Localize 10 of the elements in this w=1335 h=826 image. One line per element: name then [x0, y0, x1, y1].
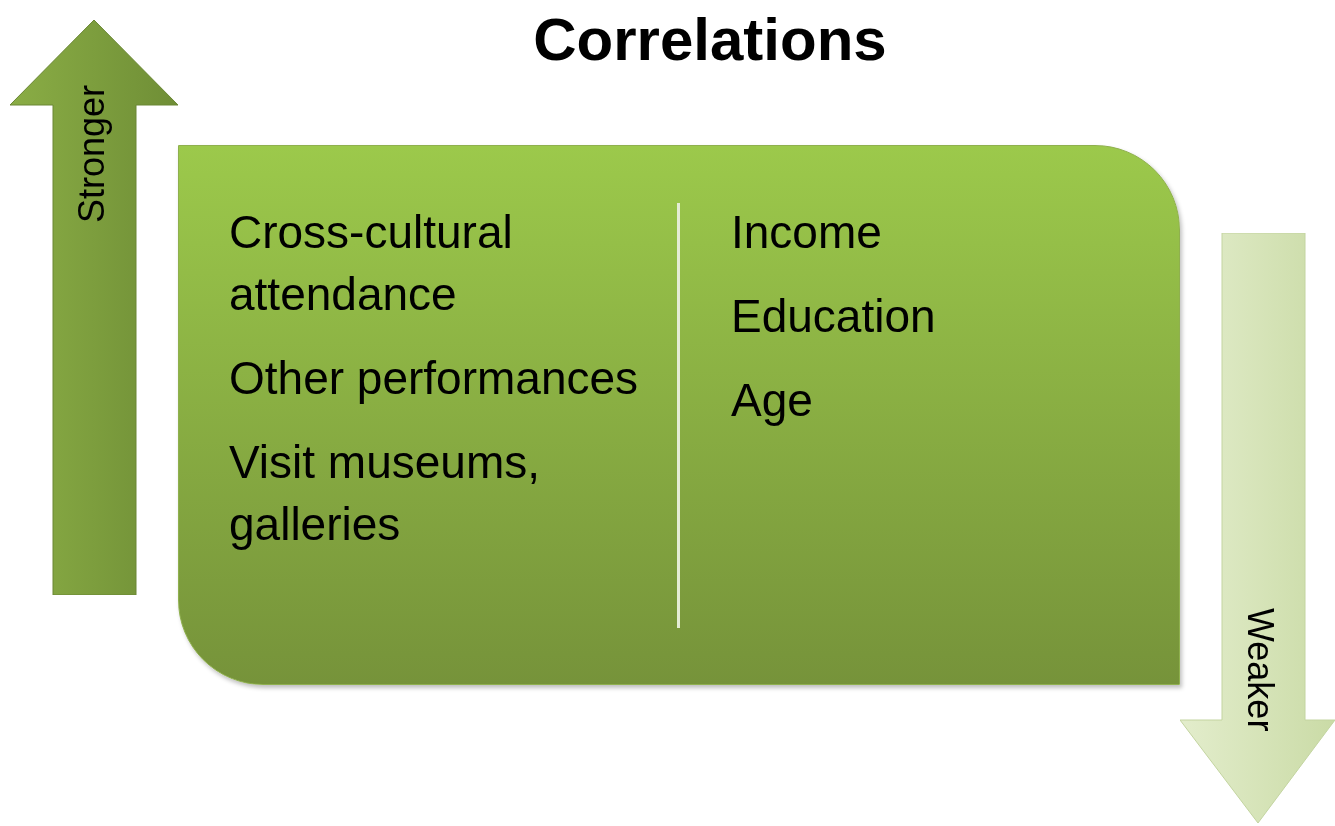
list-item: Cross-cultural attendance: [229, 205, 514, 322]
list-item: Age: [731, 373, 814, 428]
rounded-panel: [178, 145, 1180, 685]
arrow-label: Stronger: [74, 85, 110, 224]
list-item: Visit museums, galleries: [229, 435, 542, 552]
list-item: Income: [731, 205, 883, 260]
title: Correlations: [532, 5, 888, 75]
list-item: Other performances: [229, 351, 640, 406]
list-item: Education: [731, 289, 937, 344]
arrow-label: Weaker: [1242, 608, 1278, 732]
